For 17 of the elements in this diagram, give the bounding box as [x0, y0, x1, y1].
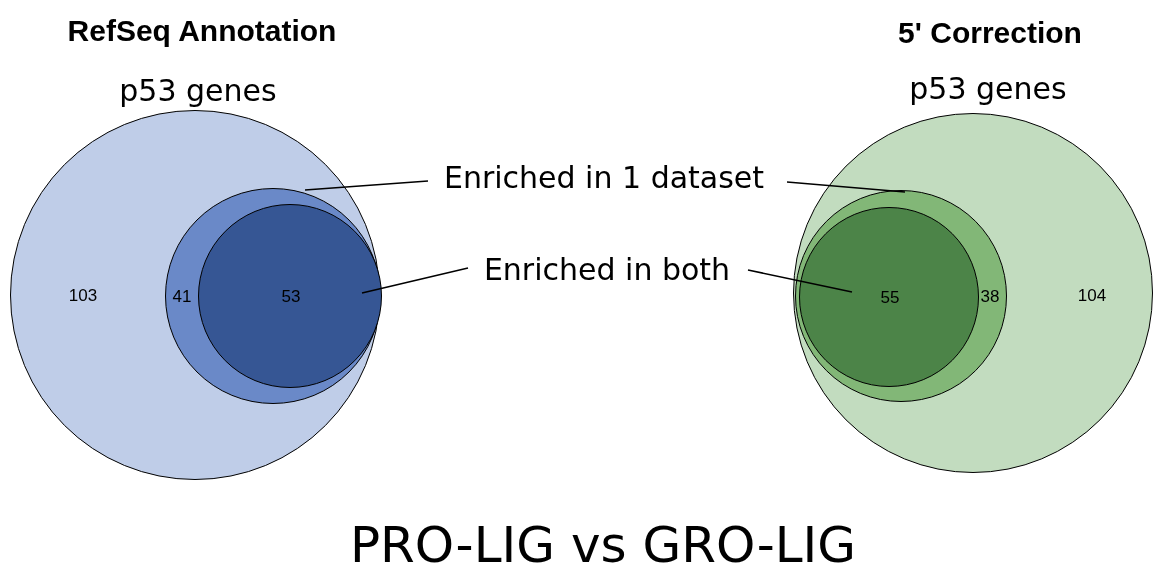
caption: PRO-LIG vs GRO-LIG — [349, 516, 857, 572]
annotation-label: Enriched in 1 dataset — [443, 159, 765, 195]
count-label: 38 — [980, 287, 1000, 307]
panel-title: RefSeq Annotation — [67, 14, 337, 48]
leader-line — [361, 267, 469, 294]
leader-line — [786, 181, 906, 193]
set-heading: p53 genes — [909, 70, 1067, 106]
panel-title: 5' Correction — [898, 16, 1082, 50]
count-label: 53 — [281, 287, 301, 307]
set-heading: p53 genes — [119, 72, 277, 108]
count-label: 55 — [880, 288, 900, 308]
leader-line — [304, 180, 429, 191]
count-label: 103 — [68, 286, 98, 306]
leader-line — [747, 269, 853, 293]
annotation-label: Enriched in both — [483, 251, 731, 287]
count-label: 41 — [172, 287, 192, 307]
count-label: 104 — [1077, 286, 1107, 306]
